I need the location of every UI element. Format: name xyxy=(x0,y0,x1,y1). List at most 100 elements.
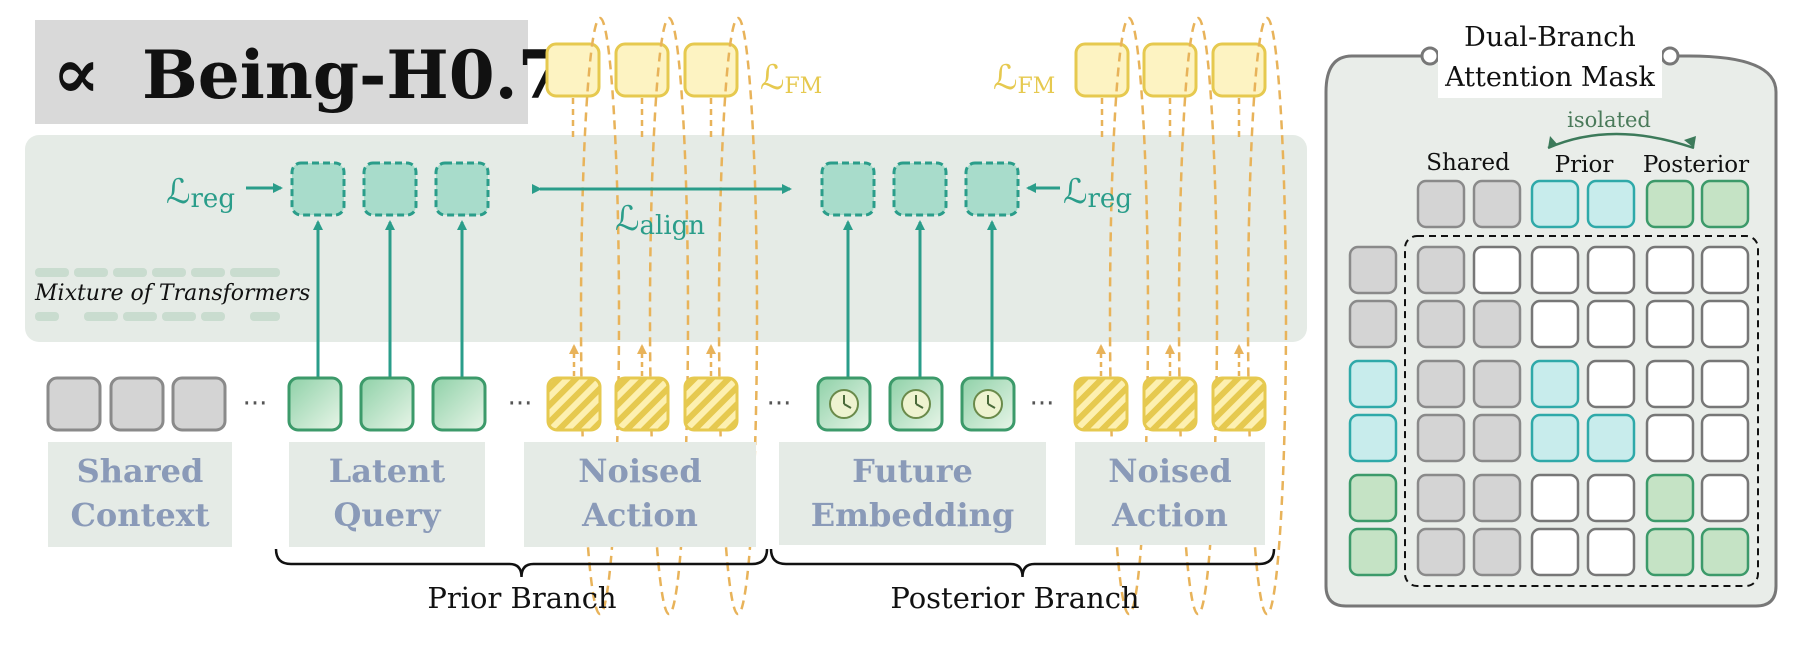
mask-cell-white xyxy=(1586,359,1636,409)
posterior-branch-brace xyxy=(769,548,1276,578)
clock-hand xyxy=(987,403,996,409)
isolated-arrowhead-left xyxy=(1548,136,1558,148)
mask-cell-white xyxy=(1700,473,1750,523)
mot-label: Mixture of Transformers xyxy=(34,281,310,306)
shared-context-token xyxy=(109,376,165,432)
mask-cell-green xyxy=(1645,527,1695,577)
mask-cell-white xyxy=(1530,473,1580,523)
ellipsis: ··· xyxy=(767,389,792,419)
group-label-line2: Embedding xyxy=(811,496,1015,534)
mask-cell-green xyxy=(1700,527,1750,577)
noised-action-token xyxy=(614,376,670,432)
mask-cell-white xyxy=(1645,299,1695,349)
mask-cell-white xyxy=(1586,245,1636,295)
predicted-action-token xyxy=(1074,42,1130,98)
fm-ellipse xyxy=(1108,16,1150,616)
logo-box xyxy=(35,20,528,124)
clock-hand xyxy=(915,403,924,409)
latent-query-token xyxy=(287,376,343,432)
mask-grid-boundary xyxy=(1404,235,1759,587)
mask-cell-white xyxy=(1645,359,1695,409)
group-label-line1: Future xyxy=(852,452,973,490)
mask-col-header-gray xyxy=(1416,179,1466,229)
mask-row-header-gray xyxy=(1348,299,1398,349)
ellipsis: ··· xyxy=(1030,389,1055,419)
noised-action-token xyxy=(546,376,602,432)
group-label-line2: Context xyxy=(70,496,209,534)
noised-action-token xyxy=(1211,376,1267,432)
mask-cell-cyan xyxy=(1586,413,1636,463)
noised-action-token xyxy=(1073,376,1129,432)
latent-query-token xyxy=(359,376,415,432)
mask-cell-white xyxy=(1586,527,1636,577)
col-label-prior: Prior xyxy=(1555,152,1614,178)
mask-cell-white xyxy=(1472,245,1522,295)
posterior-branch-label: Posterior Branch xyxy=(890,581,1139,615)
mask-cell-gray xyxy=(1416,527,1466,577)
mask-title-bg xyxy=(1438,14,1662,98)
isolated-arc xyxy=(1547,132,1695,150)
predicted-action-token xyxy=(545,42,601,98)
mask-cell-white xyxy=(1586,473,1636,523)
latent-output-token xyxy=(290,161,346,217)
isolated-arrowhead-right xyxy=(1684,136,1696,148)
group-label-box xyxy=(289,442,485,547)
clock-hand xyxy=(843,403,852,409)
noised-action-token xyxy=(1142,376,1198,432)
mask-cell-white xyxy=(1530,299,1580,349)
mask-col-header-green xyxy=(1645,179,1695,229)
col-label-posterior: Posterior xyxy=(1643,152,1749,178)
mask-row-header-green xyxy=(1348,473,1398,523)
mask-col-header-cyan xyxy=(1586,179,1636,229)
mask-cell-gray xyxy=(1416,413,1466,463)
ellipsis: ··· xyxy=(508,389,533,419)
predicted-action-token xyxy=(1211,42,1267,98)
logo-text: Being-H0.7 xyxy=(142,36,564,114)
mask-title-line2: Attention Mask xyxy=(1444,62,1655,93)
group-label-line2: Action xyxy=(1111,496,1228,534)
mask-cell-cyan xyxy=(1530,413,1580,463)
latent-output-token xyxy=(892,161,948,217)
latent-output-token xyxy=(362,161,418,217)
group-label-box xyxy=(1075,442,1265,545)
mask-cell-cyan xyxy=(1530,359,1580,409)
predicted-action-token xyxy=(1142,42,1198,98)
mask-row-header-green xyxy=(1348,527,1398,577)
mask-cell-green xyxy=(1645,473,1695,523)
latent-output-token xyxy=(820,161,876,217)
mask-cell-white xyxy=(1530,245,1580,295)
panel-pin-right xyxy=(1660,46,1680,66)
group-label-line2: Query xyxy=(334,496,442,534)
mask-row-header-cyan xyxy=(1348,359,1398,409)
logo: ∝ Being-H0.7 xyxy=(35,20,564,124)
shared-context-token xyxy=(171,376,227,432)
prior-branch-label: Prior Branch xyxy=(427,581,616,615)
group-label-line1: Shared xyxy=(77,452,204,490)
mask-cell-gray xyxy=(1416,359,1466,409)
token-layer: ············SharedContextLatentQueryNois… xyxy=(46,16,1288,616)
group-label-box xyxy=(779,442,1046,545)
loss-fm-left: ℒFM xyxy=(760,58,822,99)
loss-align: ℒalign xyxy=(615,199,705,241)
latent-query-token xyxy=(431,376,487,432)
group-label-box xyxy=(524,442,756,547)
group-label-box xyxy=(48,442,232,547)
mask-cell-white xyxy=(1700,359,1750,409)
col-label-shared: Shared xyxy=(1426,150,1510,176)
fm-ellipse xyxy=(648,16,690,616)
panel-pin-left xyxy=(1420,46,1440,66)
mask-cell-white xyxy=(1530,527,1580,577)
mask-col-header-cyan xyxy=(1530,179,1580,229)
loss-reg-right: ℒreg xyxy=(1063,172,1132,214)
fm-ellipse xyxy=(1246,16,1288,616)
mask-cell-gray xyxy=(1472,527,1522,577)
mask-cell-gray xyxy=(1416,473,1466,523)
mask-cell-white xyxy=(1645,245,1695,295)
fm-ellipse xyxy=(579,16,621,616)
latent-output-token xyxy=(964,161,1020,217)
group-label-line1: Noised xyxy=(578,452,702,490)
mask-cells xyxy=(1348,179,1750,577)
prior-branch-brace xyxy=(274,548,769,578)
attention-mask-panel: Dual-Branch Attention Mask isolated Shar… xyxy=(1324,14,1778,608)
